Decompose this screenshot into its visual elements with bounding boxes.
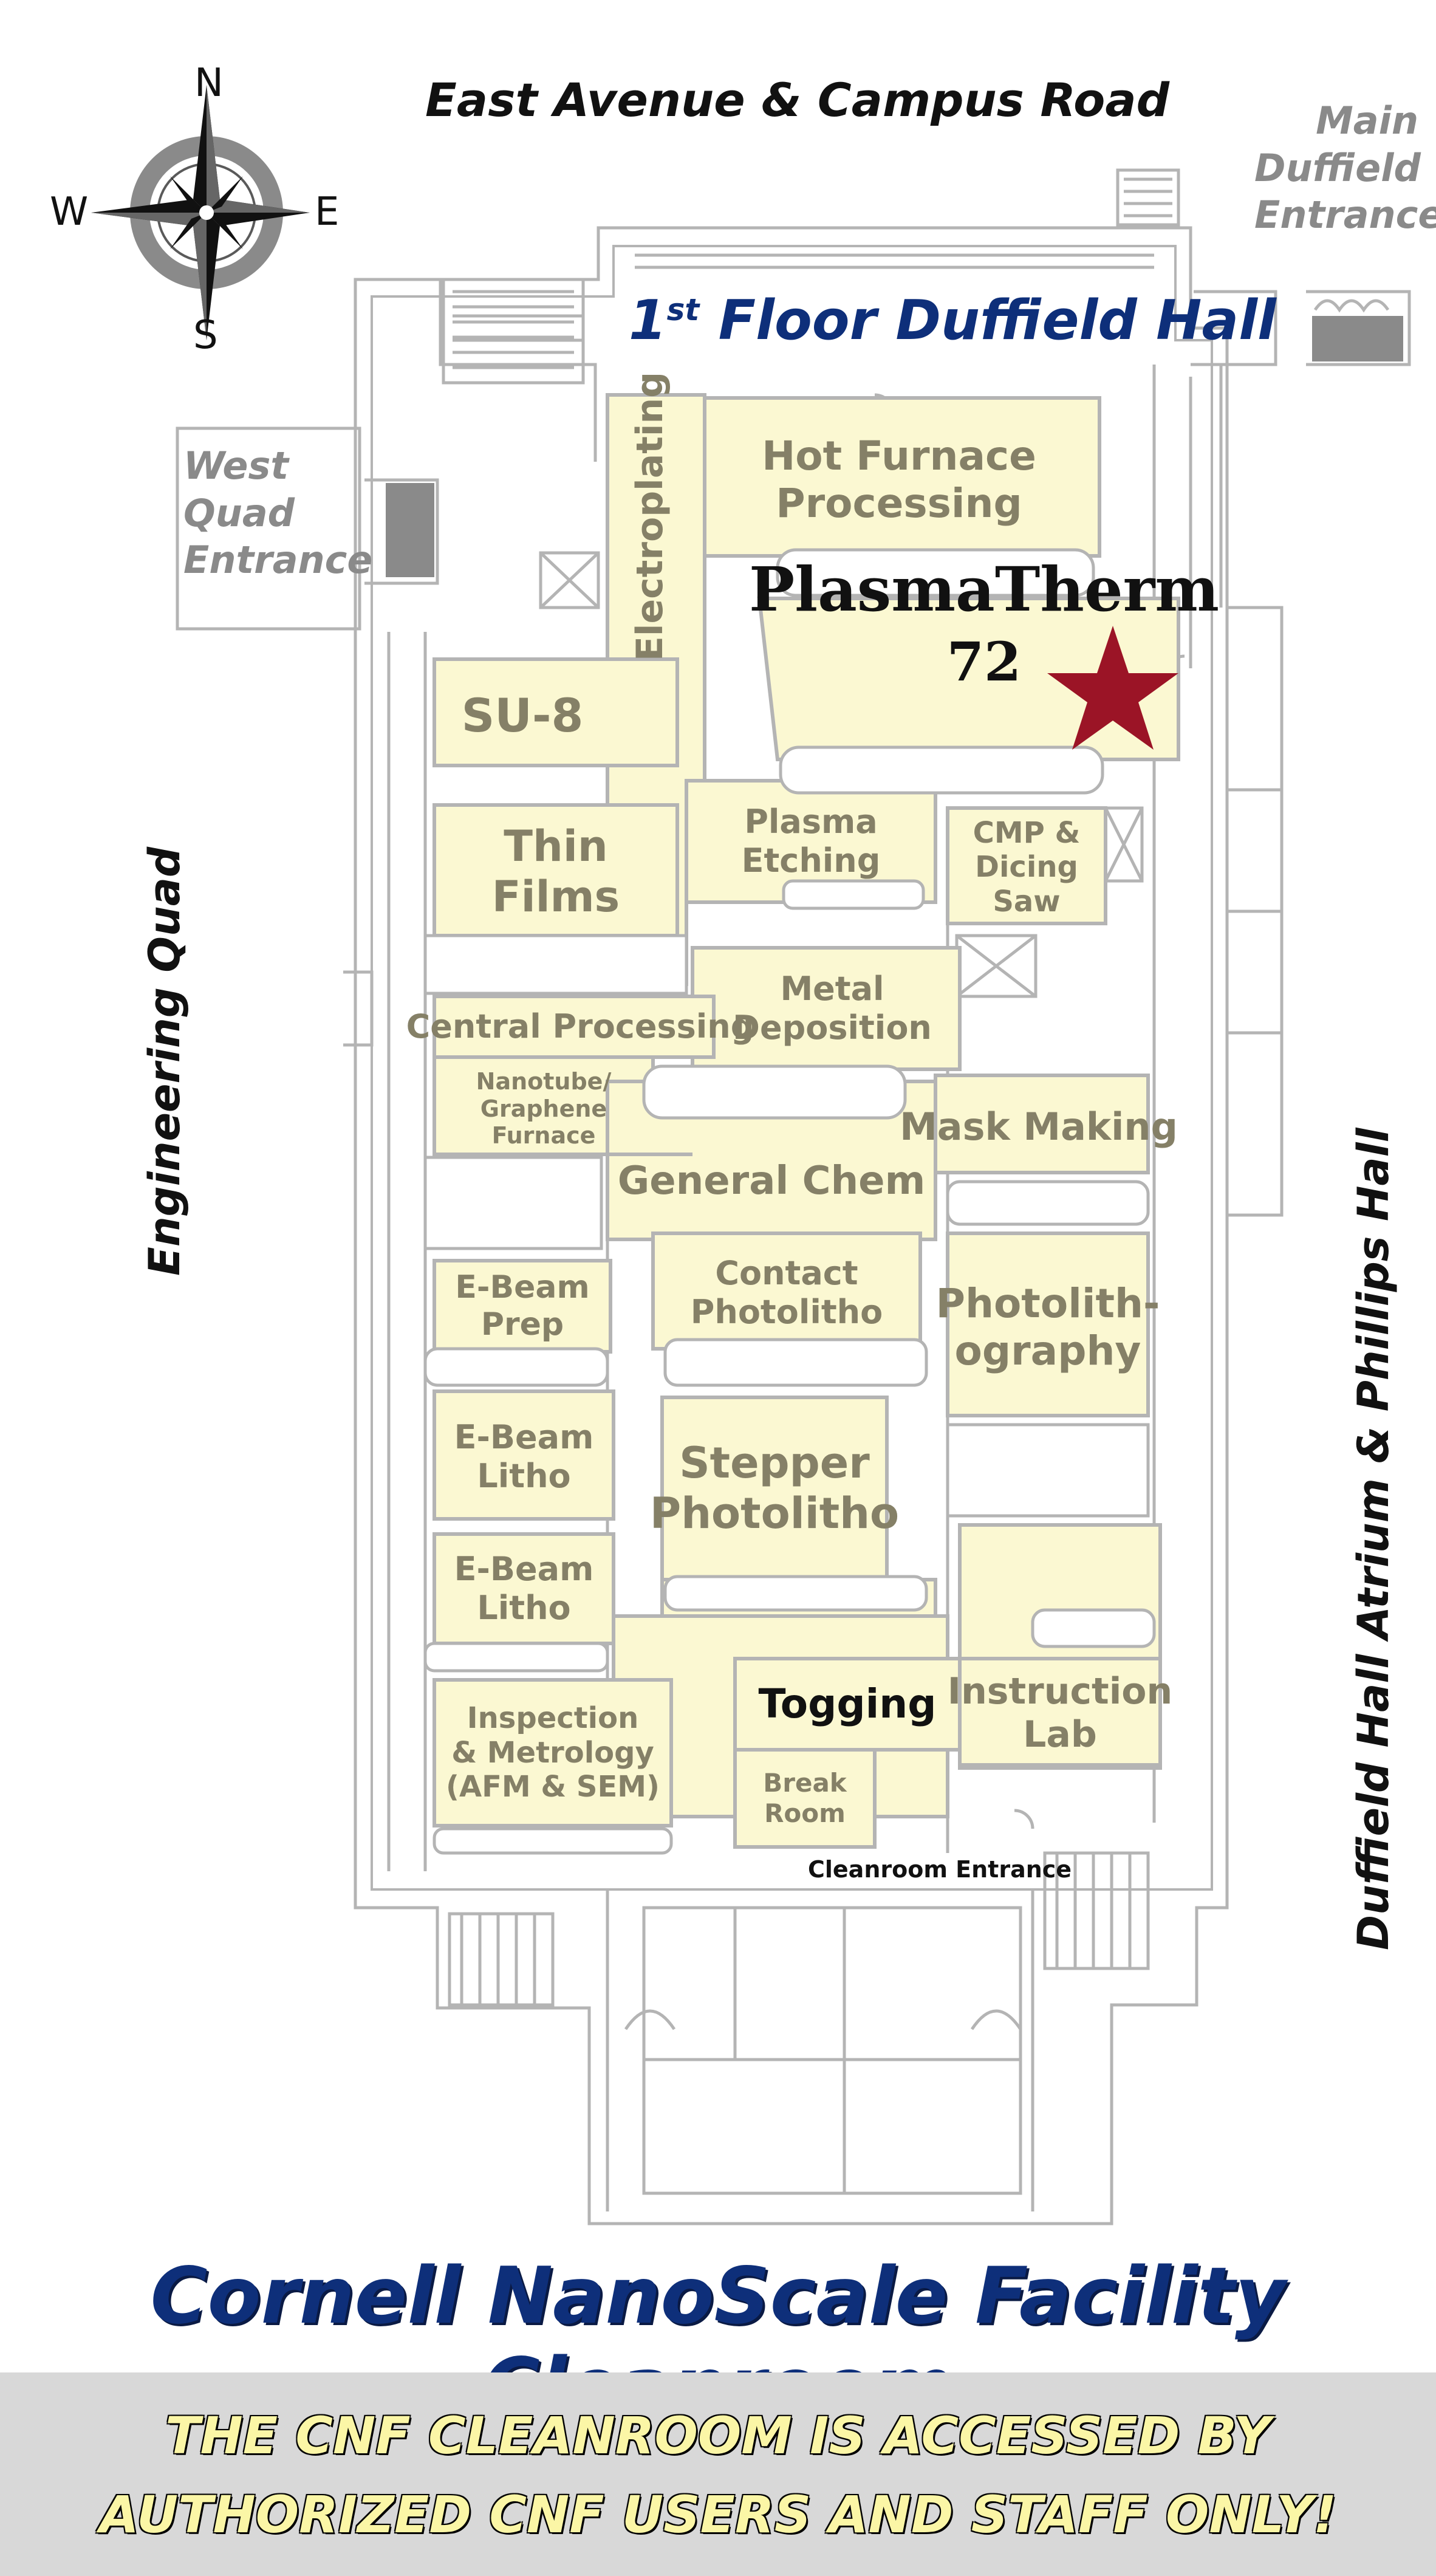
room-plasmatherm-name: PlasmaTherm — [748, 553, 1220, 625]
floor-title-ordinal: st — [666, 292, 700, 327]
cleanroom-entrance-label: Cleanroom Entrance — [808, 1856, 1072, 1883]
room-ebeam-litho-2: E-Beam Litho — [454, 1550, 594, 1627]
access-notice-line-2: AUTHORIZED CNF USERS AND STAFF ONLY! — [99, 2485, 1337, 2544]
room-hot-furnace: Hot Furnace Processing — [762, 433, 1036, 527]
access-notice-line-1: THE CNF CLEANROOM IS ACCESSED BY — [165, 2406, 1271, 2465]
room-nanotube-furnace: Nanotube/ Graphene Furnace — [476, 1067, 612, 1149]
compass-north: N — [194, 61, 224, 106]
compass-west: W — [50, 190, 89, 235]
room-general-chem: General Chem — [617, 1159, 926, 1204]
room-togging: Togging — [758, 1680, 937, 1728]
compass-rose — [91, 85, 310, 340]
floor-plan — [91, 85, 1411, 2225]
room-thin-films: Thin Films — [491, 821, 620, 922]
room-metal-deposition: Metal Deposition — [733, 970, 932, 1047]
floor-title-number: 1 — [629, 289, 667, 352]
room-plasmatherm-number: 72 — [946, 630, 1022, 694]
room-inspection-metrology: Inspection & Metrology (AFM & SEM) — [446, 1701, 660, 1804]
floor-title-text: Floor Duffield Hall — [699, 289, 1276, 352]
room-plasma-etching: Plasma Etching — [741, 803, 881, 880]
compass-south: S — [193, 313, 218, 358]
room-contact-photolitho: Contact Photolitho — [690, 1253, 883, 1331]
room-su8: SU-8 — [461, 688, 584, 742]
room-cmp-dicing: CMP & Dicing Saw — [973, 815, 1081, 919]
room-ebeam-litho-1: E-Beam Litho — [454, 1417, 594, 1495]
star-icon — [1047, 626, 1178, 750]
floor-title: 1st Floor Duffield Hall — [629, 289, 1276, 352]
street-north: East Avenue & Campus Road — [425, 73, 1170, 127]
room-stepper-photolitho: Stepper Photolitho — [649, 1438, 900, 1538]
west-entrance-label: West Quad Entrance — [183, 444, 373, 582]
access-notice-banner: THE CNF CLEANROOM IS ACCESSED BY AUTHORI… — [0, 2372, 1436, 2576]
room-break-room: Break Room — [763, 1768, 847, 1828]
street-east: Duffield Hall Atrium & Phillips Hall — [1349, 1128, 1398, 1950]
room-photolithography: Photolith- ography — [935, 1280, 1160, 1374]
street-west: Engineering Quad — [140, 846, 190, 1276]
room-ebeam-prep: E-Beam Prep — [455, 1269, 590, 1343]
room-mask-making: Mask Making — [900, 1105, 1178, 1149]
room-electroplating: Electroplating — [628, 371, 671, 662]
room-central-processing: Central Processing — [406, 1007, 754, 1046]
main-entrance-label: Main Duffield Entrance — [1254, 98, 1436, 237]
compass-east: E — [315, 190, 340, 235]
room-instruction-lab: Instruction Lab — [947, 1670, 1173, 1756]
